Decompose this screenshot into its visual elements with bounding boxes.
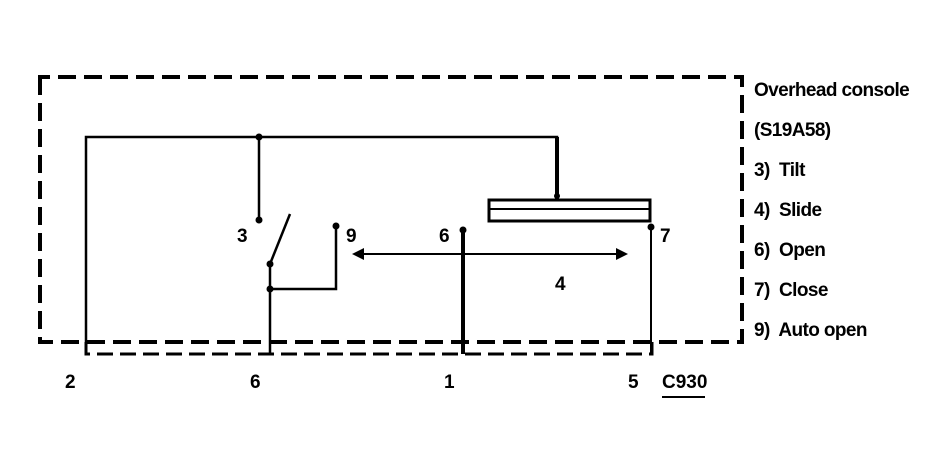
connector-pin-5: 5 xyxy=(628,372,639,393)
close-terminal-dot xyxy=(647,223,655,231)
pin-label-open: 6 xyxy=(439,226,450,247)
legend-item-slide: 4) Slide xyxy=(754,200,821,221)
slide-bar xyxy=(487,198,652,223)
open-terminal-dot xyxy=(459,226,467,234)
tilt-terminal-dot xyxy=(255,216,263,224)
auto-open-terminal-dot xyxy=(332,222,340,230)
legend-item-tilt: 3) Tilt xyxy=(754,160,806,181)
pin-label-auto-open: 9 xyxy=(346,226,357,247)
junction-dot-common xyxy=(266,285,274,293)
console-boundary-dashed xyxy=(38,75,744,344)
pin-label-close: 7 xyxy=(660,226,671,247)
wire-pin2-to-slide xyxy=(84,135,559,354)
pin-label-slide: 4 xyxy=(555,274,566,295)
slide-contact-dot xyxy=(554,193,560,199)
legend-title: Overhead console xyxy=(754,80,909,101)
wire-pin6-common xyxy=(268,226,338,354)
travel-arrow-left-head xyxy=(352,248,364,260)
legend-item-open: 6) Open xyxy=(754,240,825,261)
legend-item-auto-open: 9) Auto open xyxy=(754,320,867,341)
legend-item-close: 7) Close xyxy=(754,280,828,301)
connector-id: C930 xyxy=(662,372,707,393)
connector-pin-6: 6 xyxy=(250,372,261,393)
connector-pin-1: 1 xyxy=(444,372,455,393)
legend-code: (S19A58) xyxy=(754,120,831,141)
pin-label-tilt: 3 xyxy=(237,226,248,247)
switch-blade xyxy=(268,213,292,265)
connector-pin-2: 2 xyxy=(65,372,76,393)
travel-arrow-right-head xyxy=(616,248,628,260)
